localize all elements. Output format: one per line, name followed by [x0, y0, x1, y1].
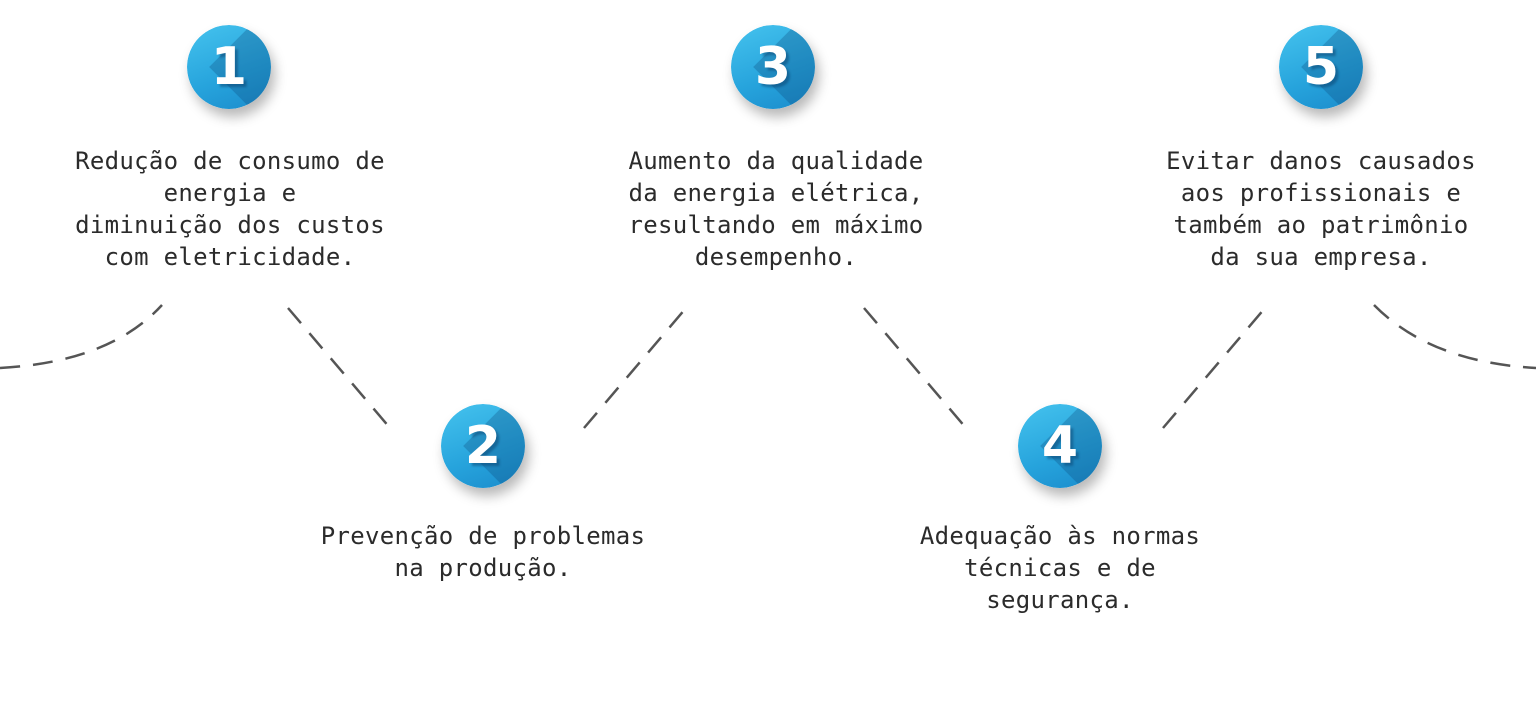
badge-circle [1018, 404, 1102, 488]
step-3-number: 3 [754, 37, 792, 97]
step-3-badge: 3 [731, 25, 815, 109]
step-1-badge: 1 [187, 25, 271, 109]
step-5-number: 5 [1302, 37, 1340, 97]
connector-2-to-3 [583, 307, 687, 429]
connector-1-to-2 [287, 307, 391, 429]
badge-circle [187, 25, 271, 109]
step-5-badge: 5 [1279, 25, 1363, 109]
step-4-badge: 4 [1018, 404, 1102, 488]
step-2-number: 2 [464, 416, 502, 476]
step-5-description: Evitar danos causados aos profissionais … [1166, 147, 1476, 271]
connector-5-to-right-edge [1373, 304, 1536, 370]
step-1-number: 1 [210, 37, 248, 97]
step-4-description: Adequação às normas técnicas e de segura… [919, 522, 1201, 614]
step-2-description: Prevenção de problemas na produção. [320, 522, 646, 582]
connector-left-edge-to-1 [0, 304, 163, 370]
badge-circle [1279, 25, 1363, 109]
step-3-description: Aumento da qualidade da energia elétrica… [628, 147, 924, 271]
badge-circle [441, 404, 525, 488]
connector-3-to-4 [863, 307, 967, 429]
step-4-number: 4 [1041, 416, 1079, 476]
step-1-description: Redução de consumo de energia e diminuiç… [75, 147, 385, 271]
badge-circle [731, 25, 815, 109]
step-2-badge: 2 [441, 404, 525, 488]
connector-4-to-5 [1162, 307, 1266, 429]
